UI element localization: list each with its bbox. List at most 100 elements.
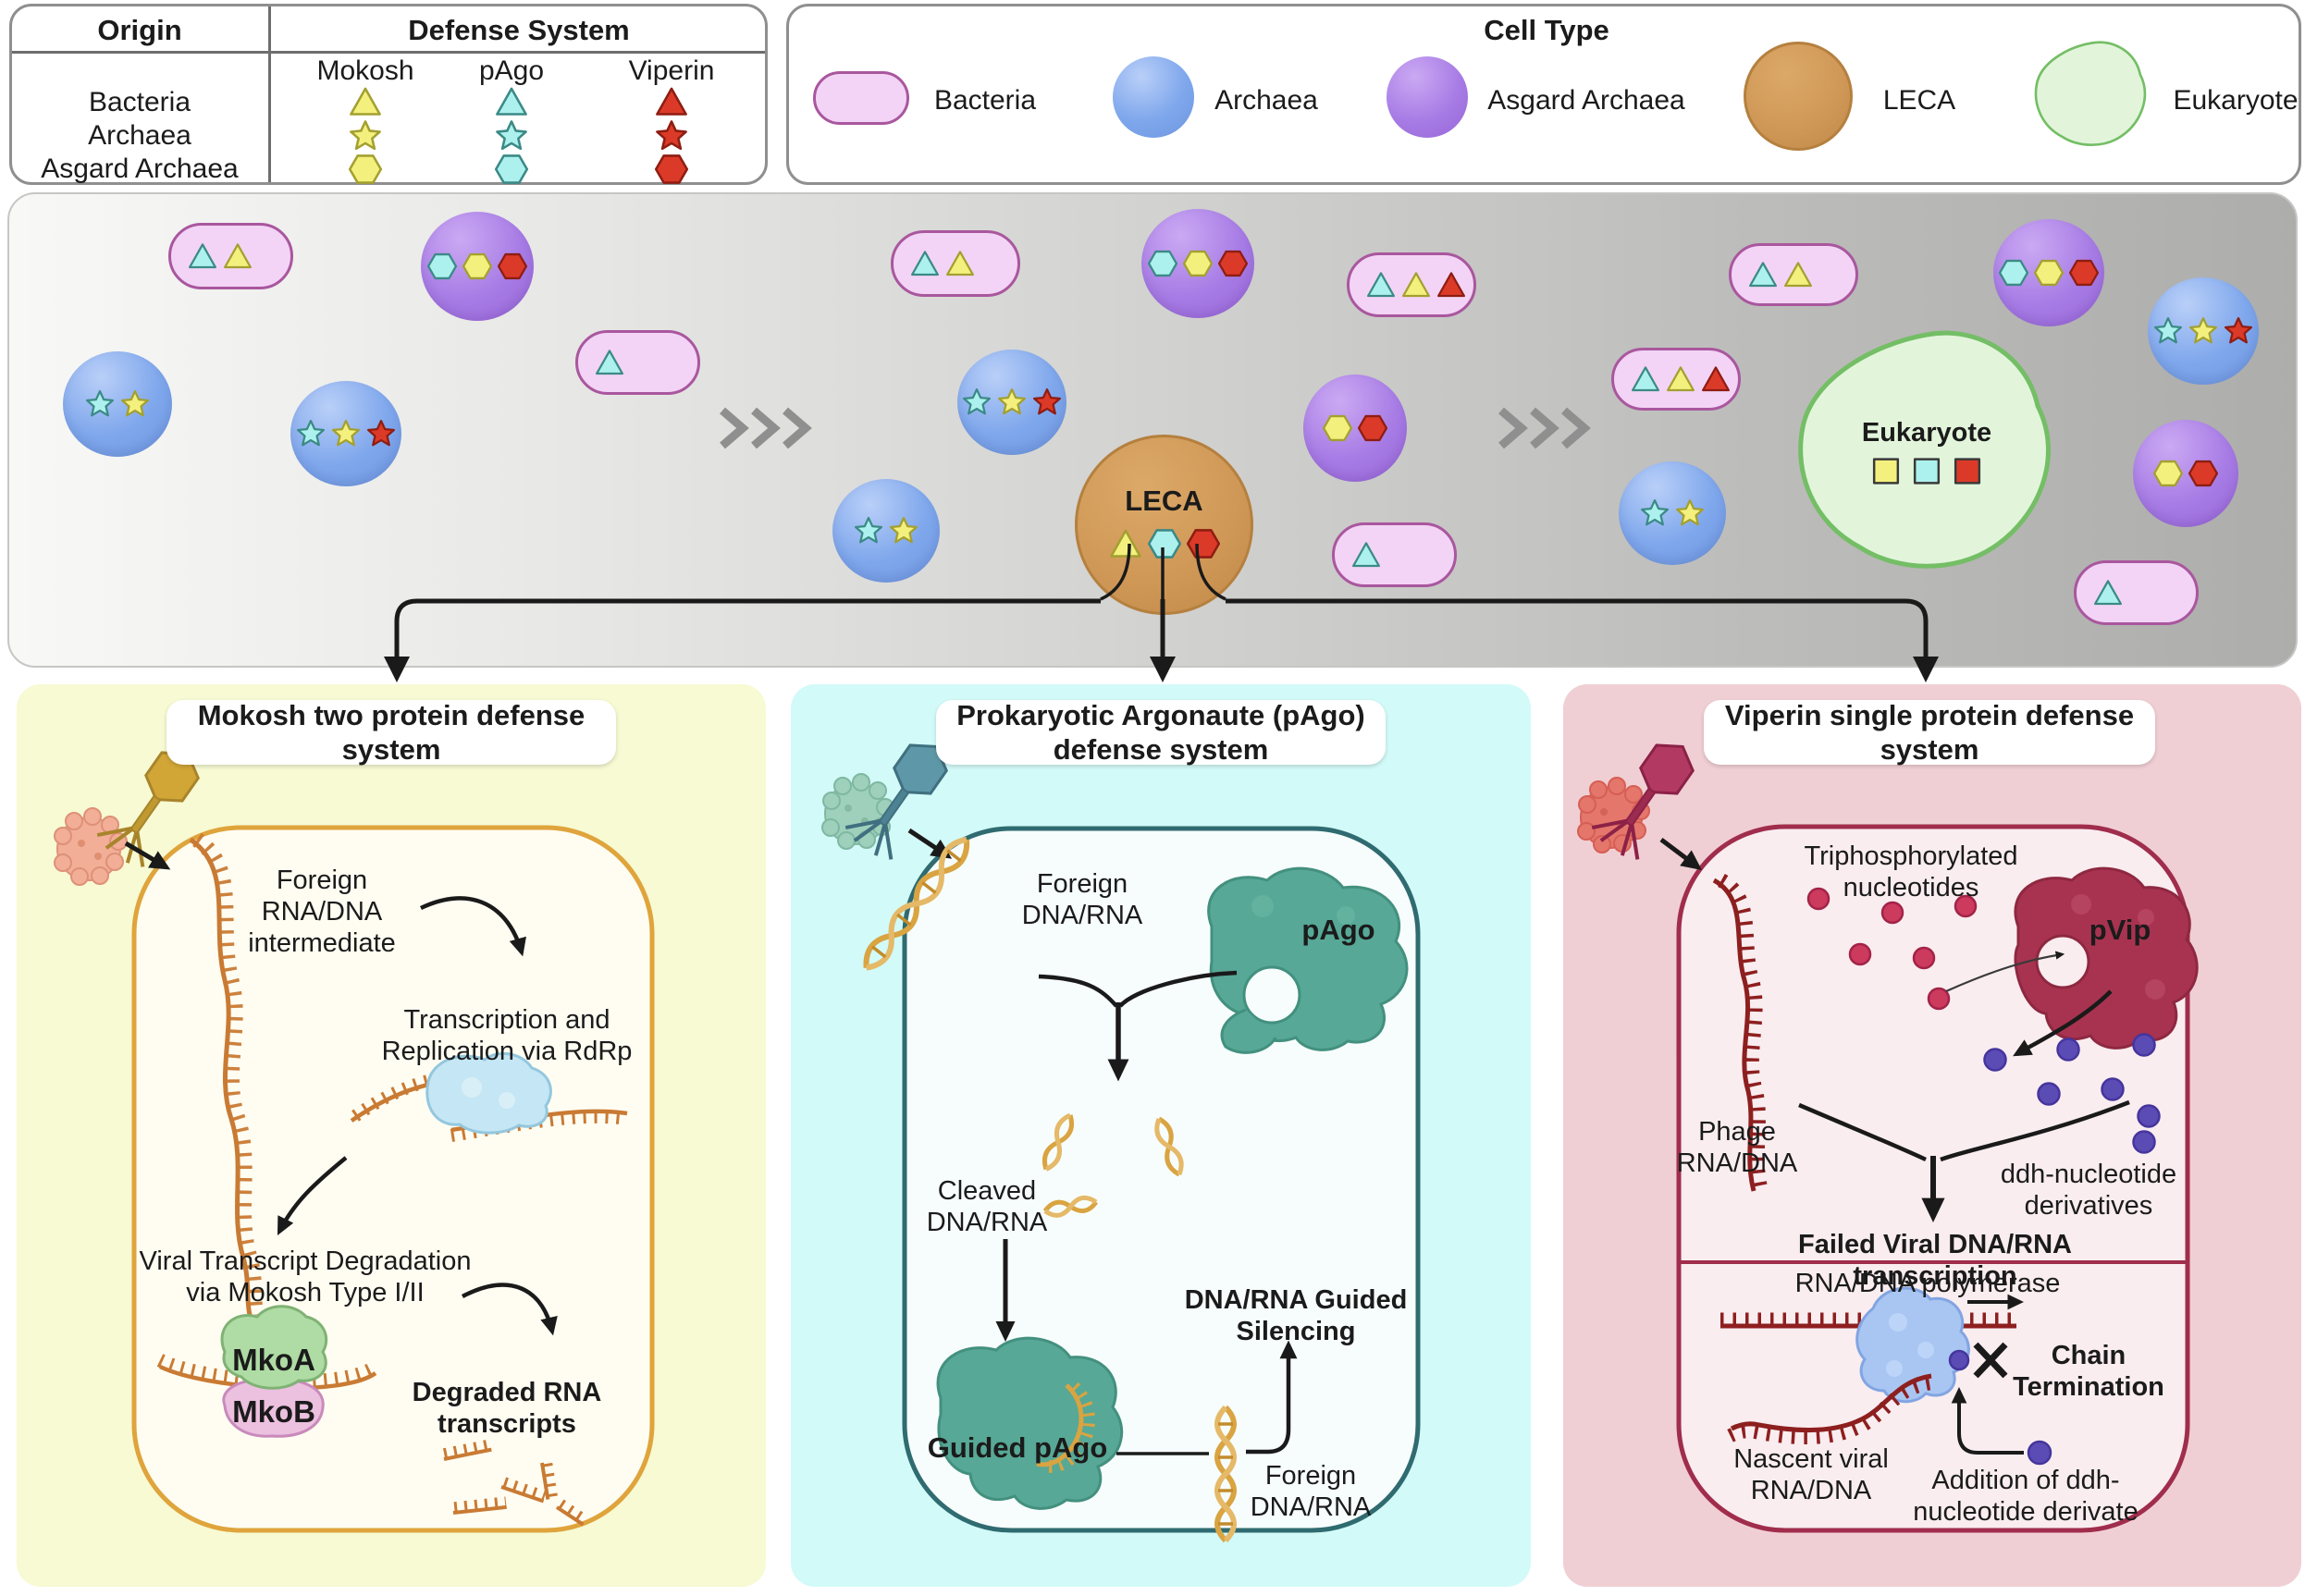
- tri-cyan-shape-icon: [2094, 580, 2122, 606]
- failed-transcription-label: Failed Viral DNA/RNA transcription: [1798, 1230, 2072, 1291]
- bacteria-pill-glyph: [813, 71, 909, 125]
- tri-yellow-shape-icon: [946, 251, 974, 276]
- defense-shape-row: [427, 252, 527, 281]
- leca-cell-label: LECA: [1125, 484, 1203, 517]
- cleaved-dna-fragments: [1042, 1112, 1184, 1218]
- legend-cell-type: Cell Type Bacteria Archaea Asgard Archae…: [786, 4, 2301, 185]
- hex-yellow-shape-icon: [2153, 460, 2183, 487]
- tri-yellow-shape-icon: [350, 87, 381, 116]
- leca-label: LECA: [1882, 85, 1956, 116]
- star-red-shape-icon: [656, 120, 687, 151]
- archaea-cell: [1619, 461, 1726, 565]
- asgard-cell: [1141, 209, 1254, 318]
- bacteria-cell-icon: [813, 71, 909, 125]
- legend-column-mokosh: Mokosh: [316, 55, 414, 86]
- bacteria-cell: [2074, 560, 2199, 625]
- evolution-chevrons: [715, 407, 826, 454]
- hex-red-shape-icon: [654, 154, 689, 184]
- star-yellow-shape-icon: [332, 420, 360, 447]
- legend-column-pago: pAgo: [478, 55, 545, 86]
- triphosphorylated-label: Triphosphorylated nucleotides: [1804, 841, 2018, 902]
- sq-cyan-shape-icon: [1913, 458, 1941, 485]
- defense-shape-row: [1748, 260, 1813, 289]
- legend-shape-pago-tri: [495, 85, 528, 118]
- tri-cyan-shape-icon: [596, 350, 623, 375]
- hex-yellow-shape-icon: [1183, 250, 1213, 277]
- ddh-dot-at-polymerase: [1948, 1349, 1970, 1371]
- hex-yellow-shape-icon: [462, 252, 492, 280]
- guided-pago-protein: [936, 1336, 1124, 1510]
- legend-shape-viperin-tri: [655, 85, 688, 118]
- viperin-entry-arrow: [1659, 838, 1702, 871]
- pvip-protein: [2014, 866, 2199, 1050]
- defense-shape-row: [188, 241, 253, 271]
- asgard-archaea-cell-icon: [1387, 56, 1468, 138]
- asgard-round-glyph: [1387, 56, 1468, 138]
- hex-cyan-shape-icon: [1148, 250, 1177, 277]
- polymerase-label: RNA/DNA polymerase: [1794, 1269, 2061, 1298]
- evolution-chevrons-icon: [1498, 407, 1591, 449]
- legend-shape-viperin-star: [655, 119, 688, 153]
- sq-red-shape-icon: [1954, 458, 1981, 485]
- mokosh-virus-icon: [54, 807, 128, 886]
- nucleotide-to-pvip-arrow: [1945, 951, 2065, 993]
- defense-shape-row: [1323, 413, 1387, 443]
- pago-foreign-dna-bottom-label: Foreign DNA/RNA: [1250, 1461, 1372, 1522]
- viperin-panel-title: Viperin single protein defense system: [1704, 699, 2155, 766]
- pago-foreign-dna-bottom-helix: [1214, 1405, 1237, 1543]
- evolution-chevrons: [1494, 407, 1605, 454]
- viperin-panel-graphics: [1577, 743, 2199, 1533]
- tri-cyan-shape-icon: [1749, 262, 1777, 288]
- legend-defense-header: Defense System: [408, 14, 630, 46]
- legend-origin-defense: Origin Defense System Mokosh pAgo Viperi…: [9, 4, 768, 185]
- pago-panel: Prokaryotic Argonaute (pAgo) defense sys…: [791, 684, 1531, 1587]
- degraded-rna-fragments: [442, 1439, 589, 1527]
- viperin-panel: Viperin single protein defense system Tr…: [1563, 684, 2301, 1587]
- hex-cyan-shape-icon: [494, 154, 529, 184]
- defense-shape-row: [1640, 498, 1705, 528]
- viperin-phage-icon: [1591, 743, 1695, 860]
- ddh-dot-addition: [2027, 1440, 2052, 1466]
- pago-phage-icon: [844, 743, 948, 860]
- tri-yellow-shape-icon: [1402, 272, 1430, 298]
- archaea-cell: [957, 350, 1066, 455]
- defense-shape-row: [85, 389, 150, 419]
- star-yellow-shape-icon: [121, 390, 149, 417]
- defense-shape-row: [1109, 527, 1220, 560]
- hex-yellow-shape-icon: [348, 154, 383, 184]
- pago-protein: [1207, 866, 1409, 1054]
- defense-shape-row: [1366, 270, 1466, 300]
- addition-ddh-label: Addition of ddh- nucleotide derivate: [1913, 1466, 2139, 1527]
- archaea-cell: [832, 479, 940, 583]
- star-red-shape-icon: [2225, 317, 2252, 344]
- star-cyan-shape-icon: [855, 517, 882, 544]
- ddh-derivatives-label: ddh-nucleotide derivatives: [2000, 1160, 2177, 1221]
- mkoa-mkob-complex: [156, 1305, 380, 1438]
- archaea-cell-icon: [1113, 56, 1194, 138]
- star-red-shape-icon: [1033, 388, 1061, 415]
- star-cyan-shape-icon: [297, 420, 325, 447]
- leca-cell-icon: [1744, 42, 1853, 151]
- mkob-label: MkoB: [232, 1394, 315, 1429]
- star-yellow-shape-icon: [1676, 499, 1704, 526]
- tri-cyan-shape-icon: [1352, 542, 1380, 568]
- pago-foreign-dna-helix: [863, 837, 970, 971]
- legend-origin-header: Origin: [97, 14, 182, 46]
- hex-red-shape-icon: [2069, 259, 2099, 287]
- pago-entry-arrow: [907, 828, 953, 859]
- tri-yellow-shape-icon: [224, 243, 252, 269]
- legend-shape-mokosh-hex: [348, 153, 383, 186]
- star-yellow-shape-icon: [350, 120, 381, 151]
- hex-red-shape-icon: [498, 252, 527, 280]
- defense-shape-row: [854, 516, 918, 546]
- hex-yellow-shape-icon: [1323, 414, 1352, 442]
- pago-foreign-dna-label: Foreign DNA/RNA: [1021, 869, 1143, 930]
- chain-termination-label: Chain Termination: [2013, 1341, 2164, 1402]
- pvip-output-arrow: [2013, 989, 2113, 1057]
- tri-cyan-shape-icon: [1632, 366, 1659, 392]
- legend-shape-pago-hex: [494, 153, 529, 186]
- defense-shape-row: [595, 348, 624, 377]
- tri-cyan-shape-icon: [189, 243, 216, 269]
- tri-red-shape-icon: [1702, 366, 1730, 392]
- bacteria-cell: [575, 330, 700, 395]
